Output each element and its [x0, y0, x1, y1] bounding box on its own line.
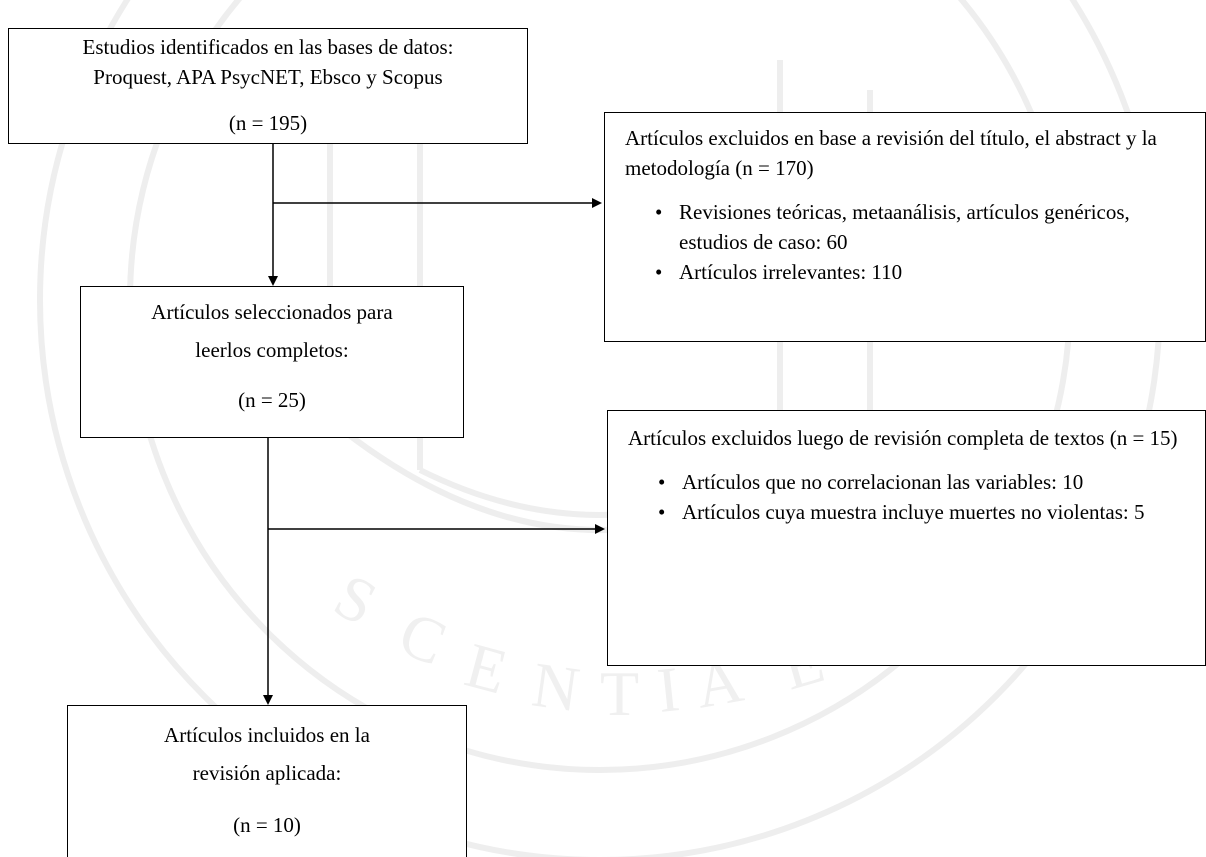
included-line-2: revisión aplicada:: [192, 761, 342, 785]
included-count: (n = 10): [233, 813, 301, 837]
box-excluded-full: Artículos excluidos luego de revisión co…: [607, 410, 1206, 666]
box-included: Artículos incluidos en la revisión aplic…: [67, 705, 467, 857]
selected-line-1: Artículos seleccionados para: [151, 300, 393, 324]
excluded-full-text: Artículos excluidos luego de revisión co…: [628, 426, 1178, 450]
excluded-title-text: Artículos excluidos en base a revisión d…: [625, 126, 1157, 180]
box-excluded-title: Artículos excluidos en base a revisión d…: [604, 112, 1206, 342]
excluded-full-bullet: Artículos que no correlacionan las varia…: [656, 467, 1197, 497]
identified-line-2: Proquest, APA PsycNET, Ebsco y Scopus: [93, 65, 443, 89]
included-line-1: Artículos incluidos en la: [164, 723, 370, 747]
identified-line-1: Estudios identificados en las bases de d…: [82, 35, 454, 59]
excluded-full-bullet: Artículos cuya muestra incluye muertes n…: [656, 497, 1197, 527]
selected-line-2: leerlos completos:: [195, 338, 349, 362]
excluded-full-list: Artículos que no correlacionan las varia…: [656, 467, 1197, 527]
box-selected: Artículos seleccionados para leerlos com…: [80, 286, 464, 438]
identified-count: (n = 195): [228, 111, 308, 135]
excluded-title-bullet: Revisiones teóricas, metaanálisis, artíc…: [653, 197, 1195, 257]
box-identified: Estudios identificados en las bases de d…: [8, 28, 528, 144]
excluded-title-bullet: Artículos irrelevantes: 110: [653, 257, 1195, 287]
excluded-title-list: Revisiones teóricas, metaanálisis, artíc…: [653, 197, 1195, 287]
selected-count: (n = 25): [238, 388, 306, 412]
